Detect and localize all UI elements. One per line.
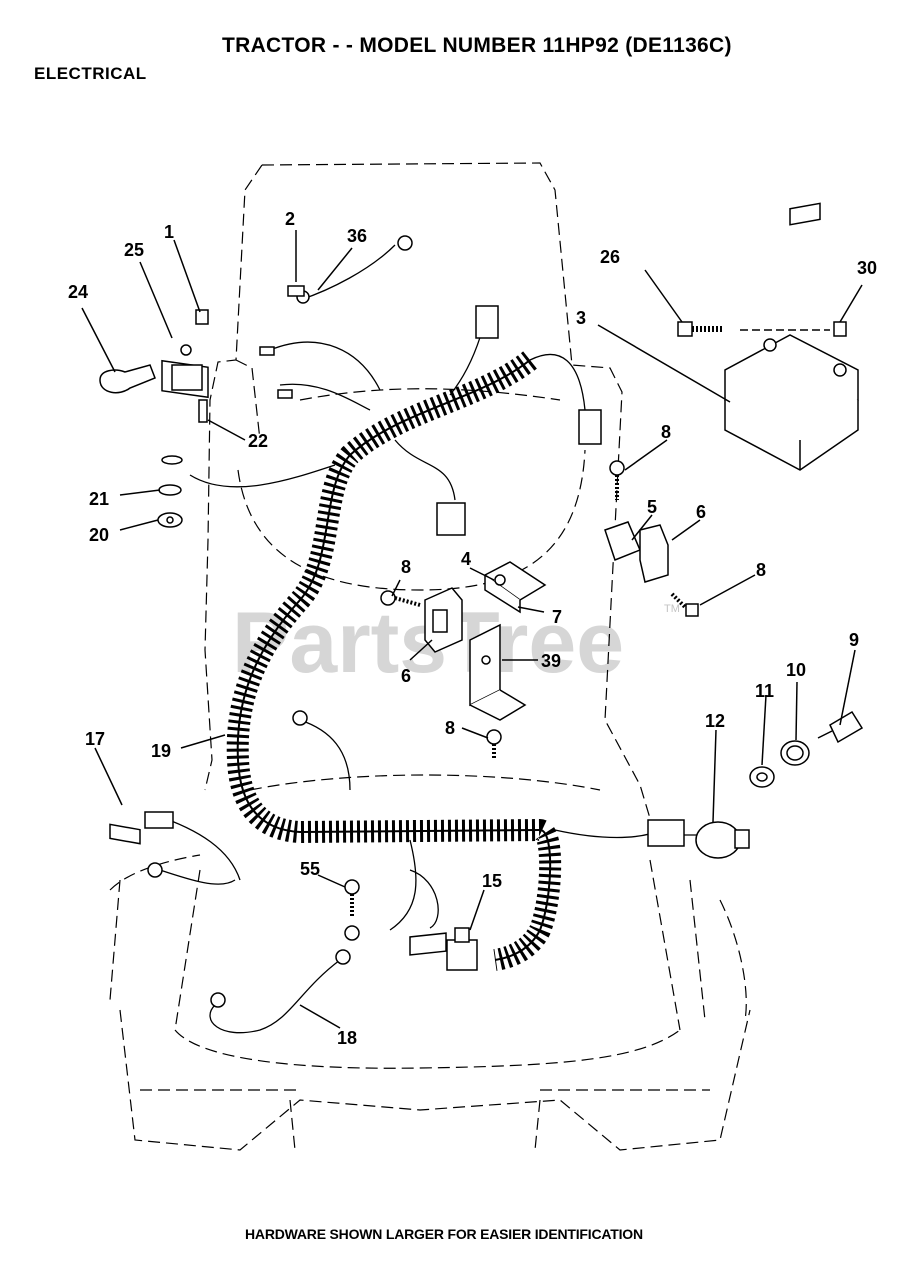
callout-5[interactable]: 5 bbox=[647, 497, 657, 517]
callout-24[interactable]: 24 bbox=[68, 282, 88, 302]
seat-switch bbox=[409, 927, 478, 971]
callout-17[interactable]: 17 bbox=[85, 729, 105, 749]
switch-brackets bbox=[424, 521, 669, 721]
callout-21[interactable]: 21 bbox=[89, 489, 109, 509]
callout-8c[interactable]: 8 bbox=[756, 560, 766, 580]
ignition-switch bbox=[647, 710, 864, 859]
callout-22[interactable]: 22 bbox=[248, 431, 268, 451]
callout-15[interactable]: 15 bbox=[482, 871, 502, 891]
callout-12[interactable]: 12 bbox=[705, 711, 725, 731]
callout-9[interactable]: 9 bbox=[849, 630, 859, 650]
callout-3[interactable]: 3 bbox=[576, 308, 586, 328]
callout-6b[interactable]: 6 bbox=[401, 666, 411, 686]
callout-11[interactable]: 11 bbox=[755, 681, 774, 701]
callout-18[interactable]: 18 bbox=[337, 1028, 357, 1048]
callout-10[interactable]: 10 bbox=[786, 660, 806, 680]
wire-harness-loom bbox=[226, 351, 562, 971]
callout-26[interactable]: 26 bbox=[600, 247, 620, 267]
callout-4[interactable]: 4 bbox=[461, 549, 471, 569]
callout-25[interactable]: 25 bbox=[124, 240, 144, 260]
harness-connectors bbox=[259, 285, 602, 536]
callout-20[interactable]: 20 bbox=[89, 525, 109, 545]
diagram-title: TRACTOR - - MODEL NUMBER 11HP92 (DE1136C… bbox=[222, 34, 732, 57]
ring-terminals bbox=[147, 235, 413, 1008]
footer-note: HARDWARE SHOWN LARGER FOR EASIER IDENTIF… bbox=[245, 1226, 643, 1242]
fuse-holder bbox=[109, 811, 174, 845]
callout-7[interactable]: 7 bbox=[552, 607, 562, 627]
leader-lines bbox=[81, 230, 863, 1029]
callout-2[interactable]: 2 bbox=[285, 209, 295, 229]
callout-8a[interactable]: 8 bbox=[661, 422, 671, 442]
bolts bbox=[344, 460, 699, 918]
callout-1[interactable]: 1 bbox=[164, 222, 174, 242]
battery bbox=[677, 202, 859, 471]
callout-6a[interactable]: 6 bbox=[696, 502, 706, 522]
callout-8d[interactable]: 8 bbox=[445, 718, 455, 738]
callout-36[interactable]: 36 bbox=[347, 226, 367, 246]
callout-55[interactable]: 55 bbox=[300, 859, 320, 879]
callout-8b[interactable]: 8 bbox=[401, 557, 411, 577]
callout-19[interactable]: 19 bbox=[151, 741, 171, 761]
watermark-tm: TM bbox=[664, 603, 680, 615]
callout-39[interactable]: 39 bbox=[541, 651, 561, 671]
callout-30[interactable]: 30 bbox=[857, 258, 877, 278]
solenoid-assembly bbox=[99, 309, 209, 528]
section-label: ELECTRICAL bbox=[34, 64, 147, 83]
